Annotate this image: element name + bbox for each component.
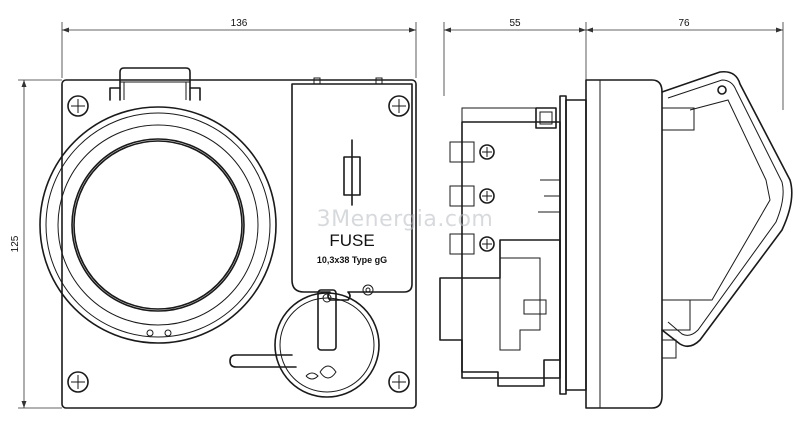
front-view: FUSE 10,3x38 Type gG — [39, 67, 417, 409]
rotary-switch — [229, 289, 380, 398]
screw-icon — [388, 95, 410, 117]
terminal-screw-icon — [449, 233, 495, 255]
side-front-body — [585, 79, 663, 409]
dim-label-76: 76 — [678, 18, 690, 29]
side-view — [439, 70, 793, 409]
watermark: 3Menergia.com — [317, 207, 494, 232]
terminal-screw-icon — [449, 141, 495, 163]
dim-label-136: 136 — [231, 18, 248, 29]
socket-lid — [39, 106, 277, 344]
dimension-depth-lid: 76 — [586, 18, 784, 110]
dimension-height: 125 — [10, 79, 62, 409]
screw-icon — [388, 371, 410, 393]
terminal-screw-icon — [449, 185, 495, 207]
dim-label-125: 125 — [10, 235, 21, 252]
front-plate — [61, 79, 417, 409]
side-flange — [565, 99, 587, 391]
screw-icon — [67, 95, 89, 117]
dimension-width-front: 136 — [61, 18, 417, 78]
fuse-cover: FUSE 10,3x38 Type gG — [291, 77, 413, 301]
side-switch-mechanism — [439, 239, 561, 387]
fuse-spec: 10,3x38 Type gG — [317, 255, 387, 265]
dim-label-55: 55 — [509, 18, 521, 29]
side-rear-housing — [461, 121, 561, 379]
fuse-title: FUSE — [329, 231, 374, 250]
side-lid — [661, 70, 793, 348]
screw-icon — [67, 371, 89, 393]
fuse-symbol-icon — [343, 156, 361, 196]
dimension-depth-body: 55 — [443, 18, 587, 96]
lid-hinge — [109, 67, 201, 101]
